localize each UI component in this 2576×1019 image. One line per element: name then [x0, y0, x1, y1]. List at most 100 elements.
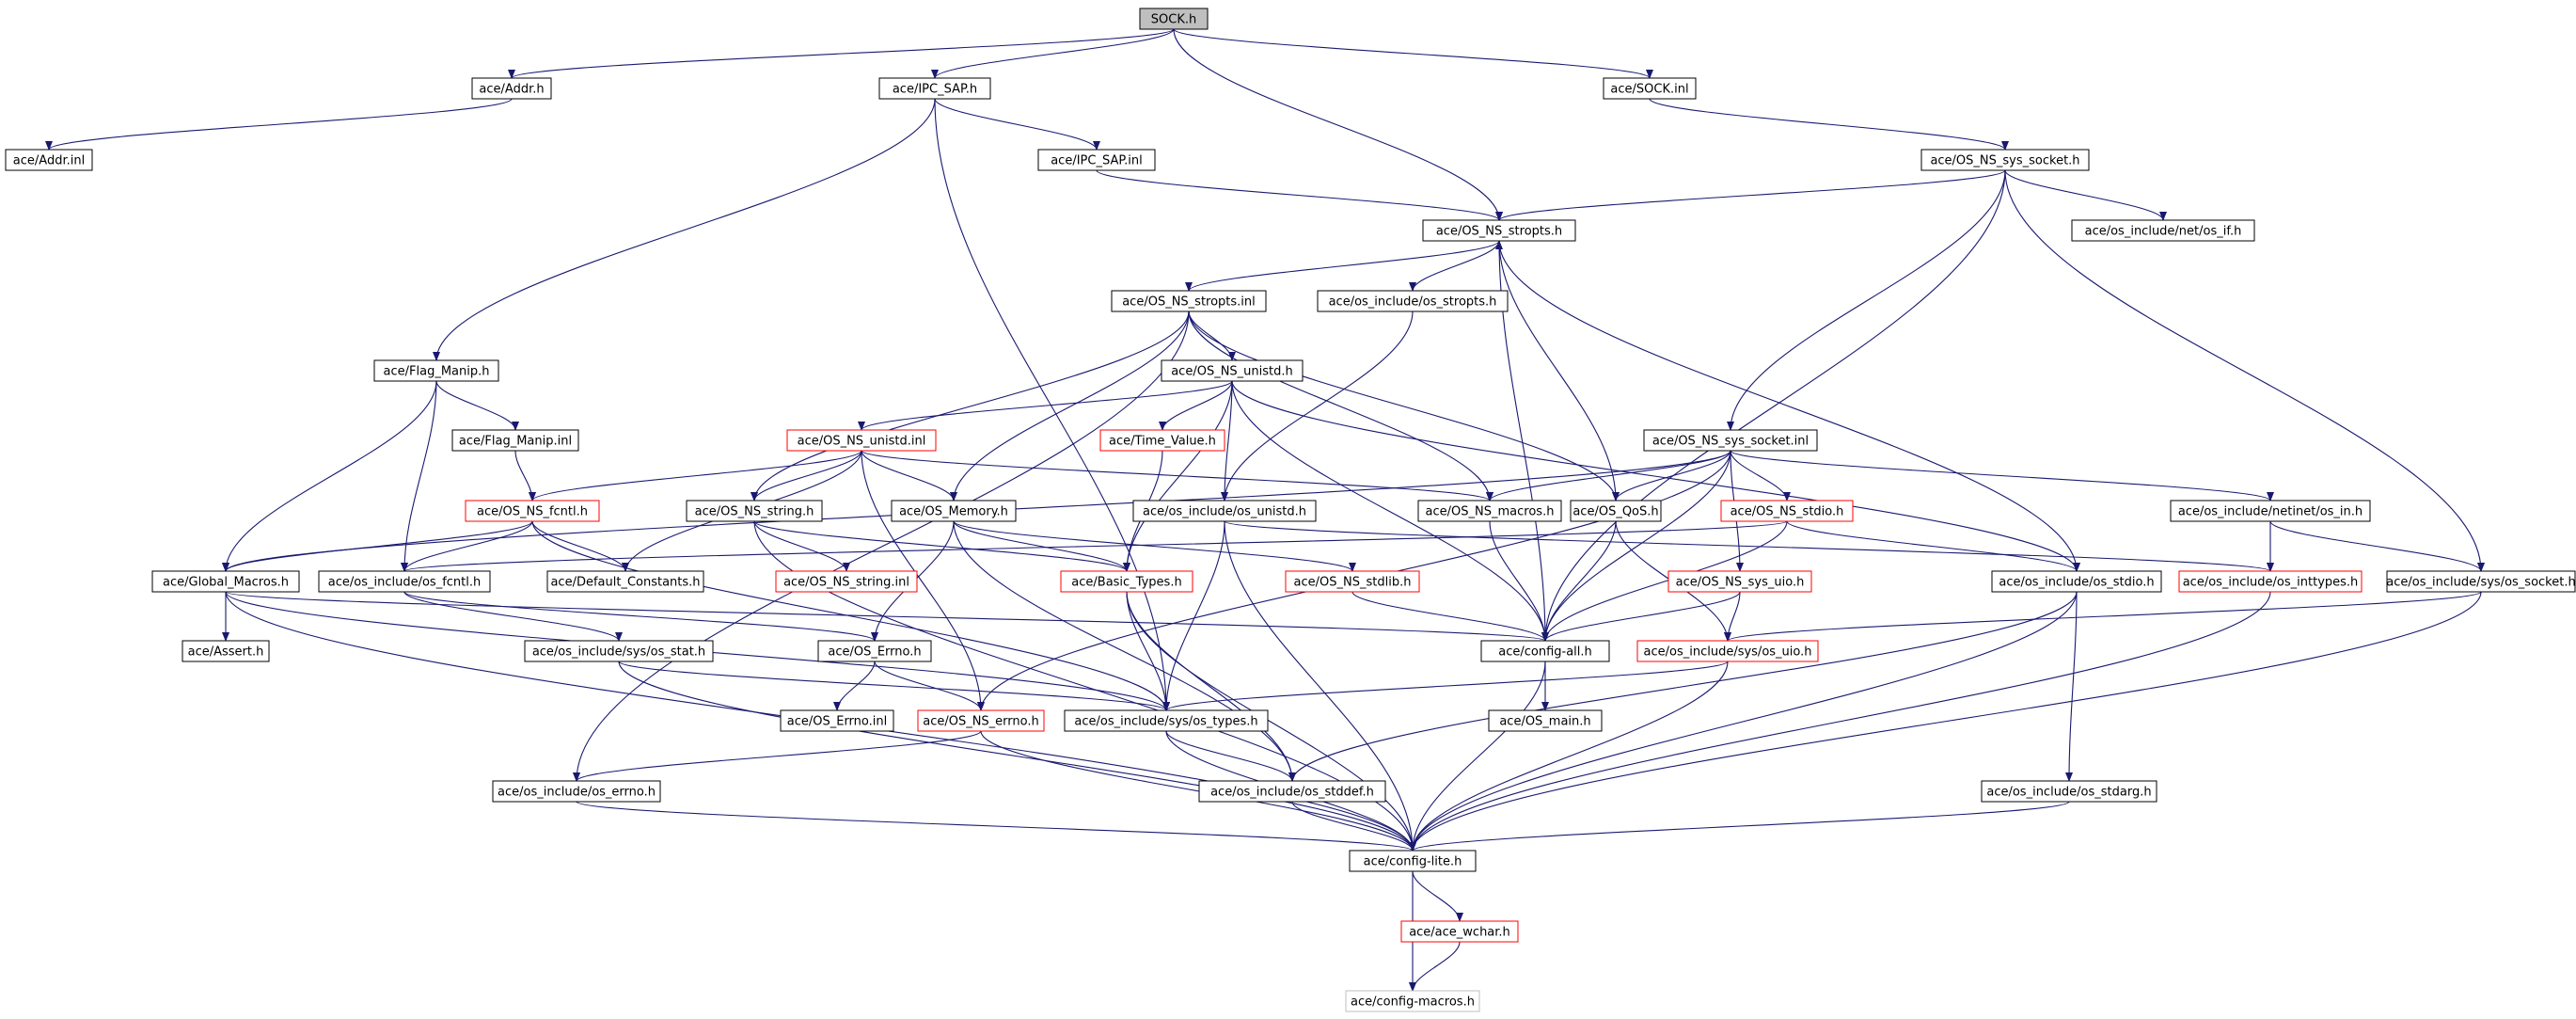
node-os-main-h[interactable]: ace/OS_main.h: [1488, 709, 1603, 732]
edge-basic_types_h-to-config_lite_h: [1126, 591, 1416, 852]
node-box: [524, 640, 714, 662]
node-label: ace/IPC_SAP.inl: [1051, 154, 1143, 168]
edge-fcntl_h-to-os_fcntl_h: [401, 520, 533, 572]
node-flag-manip-h[interactable]: ace/Flag_Manip.h: [373, 359, 499, 382]
node-box: [1720, 500, 1854, 522]
node-label: ace/Global_Macros.h: [163, 576, 289, 590]
node-sys-socket-inl[interactable]: ace/OS_NS_sys_socket.inl: [1643, 429, 1818, 452]
edge-os_stat_h-to-os_types_h: [618, 661, 1170, 711]
node-os-errno-h[interactable]: ace/os_include/os_errno.h: [492, 780, 661, 803]
node-time-value-h[interactable]: ace/Time_Value.h: [1099, 429, 1225, 452]
edge-errno_h-to-errno_inl: [833, 661, 876, 711]
node-box: [492, 780, 661, 803]
node-os-fcntl-h[interactable]: ace/os_include/os_fcntl.h: [318, 570, 491, 593]
node-box: [1349, 850, 1477, 872]
node-config-all-h[interactable]: ace/config-all.h: [1480, 640, 1610, 662]
node-stropts-h[interactable]: ace/OS_NS_stropts.h: [1422, 219, 1576, 242]
node-stropts-inl[interactable]: ace/OS_NS_stropts.inl: [1111, 290, 1267, 312]
node-string-h[interactable]: ace/OS_NS_string.h: [686, 500, 823, 522]
node-label: ace/OS_main.h: [1499, 715, 1590, 729]
edge-unistd_inl-to-macros_h: [861, 450, 1493, 502]
node-ns-errno-h[interactable]: ace/OS_NS_errno.h: [917, 709, 1045, 732]
node-box: [780, 709, 894, 732]
node-box: [2071, 219, 2255, 242]
edge-netinet_in_h-to-sys_os_socket_h: [2269, 520, 2485, 572]
node-os-types-h[interactable]: ace/os_include/sys/os_types.h: [1064, 709, 1269, 732]
edge-flag_manip_inl-to-fcntl_h: [514, 450, 536, 502]
edge-unistd_h-to-os_unistd_h: [1221, 380, 1233, 502]
node-qos-h[interactable]: ace/OS_QoS.h: [1570, 500, 1662, 522]
node-flag-manip-inl[interactable]: ace/Flag_Manip.inl: [451, 429, 579, 452]
node-sys-uio-h[interactable]: ace/OS_NS_sys_uio.h: [1667, 570, 1812, 593]
node-sys-os-socket-h[interactable]: ace/os_include/sys/os_socket.h: [2386, 570, 2576, 593]
node-config-lite-h[interactable]: ace/config-lite.h: [1349, 850, 1477, 872]
edge-sys_os_socket_h-to-config_lite_h: [1409, 591, 2482, 852]
node-assert-h[interactable]: ace/Assert.h: [182, 640, 270, 662]
edge-os_errno_h-to-config_lite_h: [576, 801, 1416, 852]
node-label: ace/OS_NS_macros.h: [1426, 505, 1555, 519]
edge-os_stropts_h-to-os_unistd_h: [1221, 310, 1414, 502]
node-ipc-sap-inl[interactable]: ace/IPC_SAP.inl: [1037, 149, 1156, 171]
node-label: ace/os_include/os_stropts.h: [1329, 295, 1497, 310]
node-fcntl-h[interactable]: ace/OS_NS_fcntl.h: [465, 500, 600, 522]
edge-stropts_inl-to-os_errno_h: [573, 310, 1190, 782]
edge-sys_socket_h-to-sys_os_socket_h: [2004, 169, 2485, 572]
edge-qos_h-to-stropts_h: [1495, 240, 1617, 502]
node-box: [546, 570, 704, 593]
node-ipc-sap-h[interactable]: ace/IPC_SAP.h: [878, 77, 991, 100]
node-label: ace/config-lite.h: [1364, 855, 1462, 869]
node-os-stdarg-h[interactable]: ace/os_include/os_stdarg.h: [1981, 780, 2157, 803]
node-macros-h[interactable]: ace/OS_NS_macros.h: [1417, 500, 1562, 522]
node-os-stropts-h[interactable]: ace/os_include/os_stropts.h: [1317, 290, 1509, 312]
edge-ipc_sap_h-to-os_types_h: [934, 98, 1170, 711]
edge-config_lite_h-to-ace_wchar_h: [1412, 870, 1463, 922]
edge-sys_socket_inl-to-macros_h: [1486, 450, 1731, 502]
edge-memory_h-to-basic_types_h: [953, 520, 1130, 572]
node-os-stddef-h[interactable]: ace/os_include/os_stddef.h: [1198, 780, 1386, 803]
node-errno-h[interactable]: ace/OS_Errno.h: [817, 640, 932, 662]
node-net-if-h[interactable]: ace/os_include/net/os_if.h: [2071, 219, 2255, 242]
node-addr-inl[interactable]: ace/Addr.inl: [5, 149, 93, 171]
node-ace-wchar-h[interactable]: ace/ace_wchar.h: [1400, 920, 1519, 943]
node-label: ace/OS_Errno.inl: [787, 715, 887, 729]
node-sock-h[interactable]: SOCK.h: [1139, 8, 1209, 30]
node-box: [1417, 500, 1562, 522]
node-inttypes-h[interactable]: ace/os_include/os_inttypes.h: [2178, 570, 2363, 593]
node-box: [1920, 149, 2090, 171]
node-sys-socket-h[interactable]: ace/OS_NS_sys_socket.h: [1920, 149, 2090, 171]
edge-unistd_h-to-unistd_inl: [858, 380, 1233, 431]
node-default-constants-h[interactable]: ace/Default_Constants.h: [546, 570, 704, 593]
node-stdio-h[interactable]: ace/OS_NS_stdio.h: [1720, 500, 1854, 522]
node-stdlib-h[interactable]: ace/OS_NS_stdlib.h: [1285, 570, 1420, 593]
node-label: ace/os_include/os_errno.h: [498, 786, 656, 800]
node-box: [1981, 780, 2157, 803]
node-config-macros-h[interactable]: ace/config-macros.h: [1345, 990, 1480, 1012]
edge-qos_h-to-config_all_h: [1541, 520, 1617, 642]
node-os-uio-h[interactable]: ace/os_include/sys/os_uio.h: [1636, 640, 1819, 662]
edge-os_types_h-to-os_stddef_h: [1165, 730, 1296, 782]
node-sock-inl[interactable]: ace/SOCK.inl: [1603, 77, 1697, 100]
node-os-stdio-h[interactable]: ace/os_include/os_stdio.h: [1991, 570, 2162, 593]
edge-os_fcntl_h-to-errno_h: [403, 591, 878, 642]
node-os-unistd-h[interactable]: ace/os_include/os_unistd.h: [1132, 500, 1317, 522]
edge-stdio_h-to-os_fcntl_h: [401, 520, 1788, 572]
node-unistd-inl[interactable]: ace/OS_NS_unistd.inl: [786, 429, 937, 452]
node-box: [1488, 709, 1603, 732]
edge-os_uio_h-to-os_types_h: [1162, 661, 1729, 711]
edge-ace_wchar_h-to-config_macros_h: [1409, 941, 1461, 992]
node-unistd-h[interactable]: ace/OS_NS_unistd.h: [1161, 359, 1304, 382]
node-addr-h[interactable]: ace/Addr.h: [471, 77, 552, 100]
node-label: ace/OS_NS_unistd.inl: [798, 435, 926, 449]
node-errno-inl[interactable]: ace/OS_Errno.inl: [780, 709, 894, 732]
node-label: ace/OS_NS_sys_uio.h: [1676, 576, 1805, 590]
node-global-macros-h[interactable]: ace/Global_Macros.h: [151, 570, 300, 593]
node-netinet-in-h[interactable]: ace/os_include/netinet/os_in.h: [2170, 500, 2371, 522]
node-string-inl[interactable]: ace/OS_NS_string.inl: [775, 570, 918, 593]
edge-unistd_h-to-time_value_h: [1159, 380, 1233, 431]
node-basic-types-h[interactable]: ace/Basic_Types.h: [1060, 570, 1193, 593]
node-os-stat-h[interactable]: ace/os_include/sys/os_stat.h: [524, 640, 714, 662]
node-box: [878, 77, 991, 100]
node-memory-h[interactable]: ace/OS_Memory.h: [891, 500, 1017, 522]
edge-stropts_inl-to-macros_h: [1188, 310, 1493, 502]
edge-sys_socket_inl-to-config_all_h: [1541, 450, 1731, 642]
